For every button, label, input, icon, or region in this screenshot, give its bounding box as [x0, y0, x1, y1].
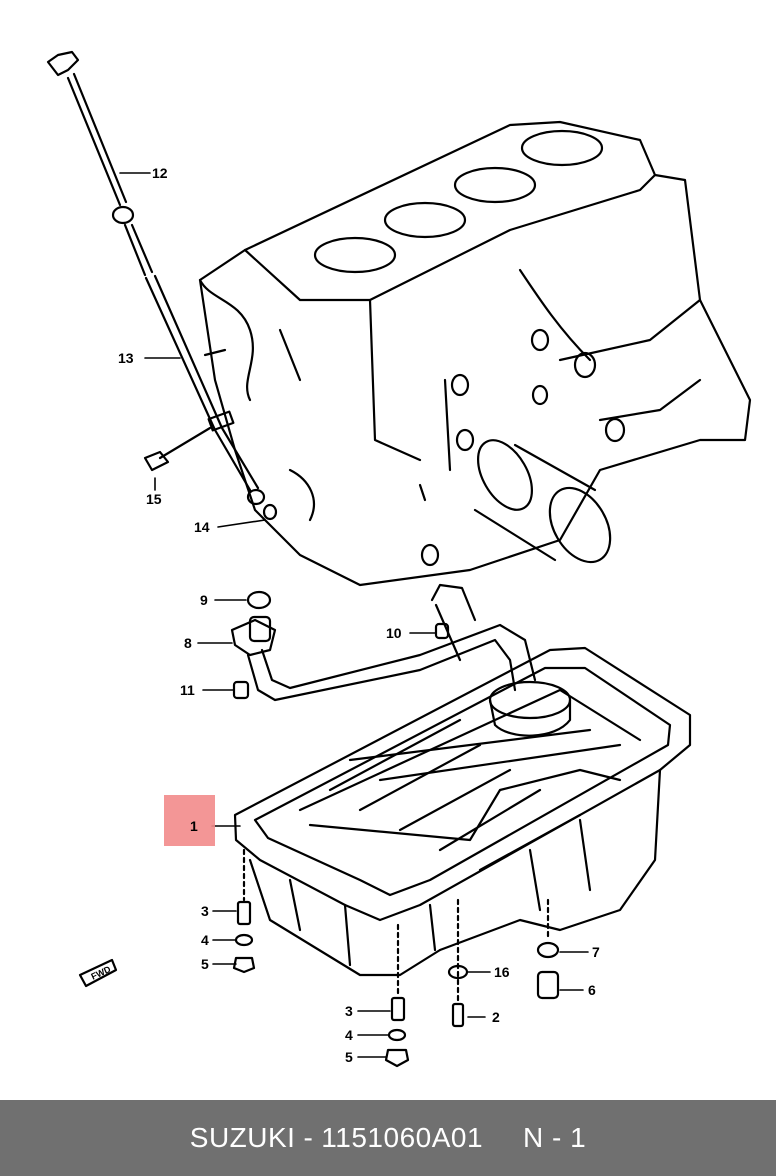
callout-5a: 5 — [201, 956, 209, 972]
callout-3a: 3 — [201, 903, 209, 919]
bolt-15 — [143, 426, 212, 472]
nut-5a — [232, 956, 256, 974]
brand-label: SUZUKI — [189, 1122, 296, 1153]
washer-4a — [234, 933, 254, 947]
callout-2: 2 — [492, 1009, 500, 1025]
bolt-10 — [434, 622, 450, 640]
leader-lines — [119, 172, 589, 1058]
gasket-16 — [447, 964, 469, 980]
callout-5b: 5 — [345, 1049, 353, 1065]
callout-15: 15 — [146, 491, 162, 507]
callout-10: 10 — [386, 625, 402, 641]
o-ring-9 — [246, 590, 272, 610]
drain-plug-6 — [536, 970, 560, 1000]
callout-labels: 12 13 15 14 9 8 10 11 1 3 4 5 3 4 5 2 16… — [118, 165, 600, 1065]
position-label: N - 1 — [523, 1122, 587, 1153]
callout-9: 9 — [200, 592, 208, 608]
washer-4b — [387, 1028, 407, 1042]
callout-4a: 4 — [201, 932, 209, 948]
callout-3b: 3 — [345, 1003, 353, 1019]
engine-block — [198, 120, 752, 587]
callout-4b: 4 — [345, 1027, 353, 1043]
part-number: 1151060A01 — [321, 1122, 484, 1153]
callout-8: 8 — [184, 635, 192, 651]
stud-3b — [390, 923, 406, 1022]
oil-filter — [473, 439, 612, 564]
bolt-2 — [451, 898, 465, 1028]
clip-14 — [262, 503, 278, 521]
callout-16: 16 — [494, 964, 510, 980]
callout-11: 11 — [180, 682, 195, 698]
stud-3a — [236, 848, 252, 926]
nut-5b — [384, 1048, 410, 1068]
parts-diagram: FWD 12 13 15 14 — [46, 50, 752, 1068]
oil-pan — [233, 646, 692, 977]
callout-14: 14 — [194, 519, 210, 535]
callout-12: 12 — [152, 165, 168, 181]
dipstick-guide-tube — [144, 274, 266, 506]
callout-1: 1 — [190, 818, 198, 834]
part-info-bar: SUZUKI - 1151060A01 N - 1 — [0, 1100, 776, 1176]
callout-7: 7 — [592, 944, 600, 960]
callout-13: 13 — [118, 350, 134, 366]
forward-arrow-icon — [78, 958, 118, 988]
callout-6: 6 — [588, 982, 596, 998]
washer-7 — [536, 898, 560, 959]
oil-dipstick — [46, 50, 154, 277]
highlight-box — [164, 795, 215, 846]
oil-strainer — [230, 583, 572, 737]
bolt-11 — [232, 680, 250, 700]
separator: - — [303, 1122, 314, 1153]
